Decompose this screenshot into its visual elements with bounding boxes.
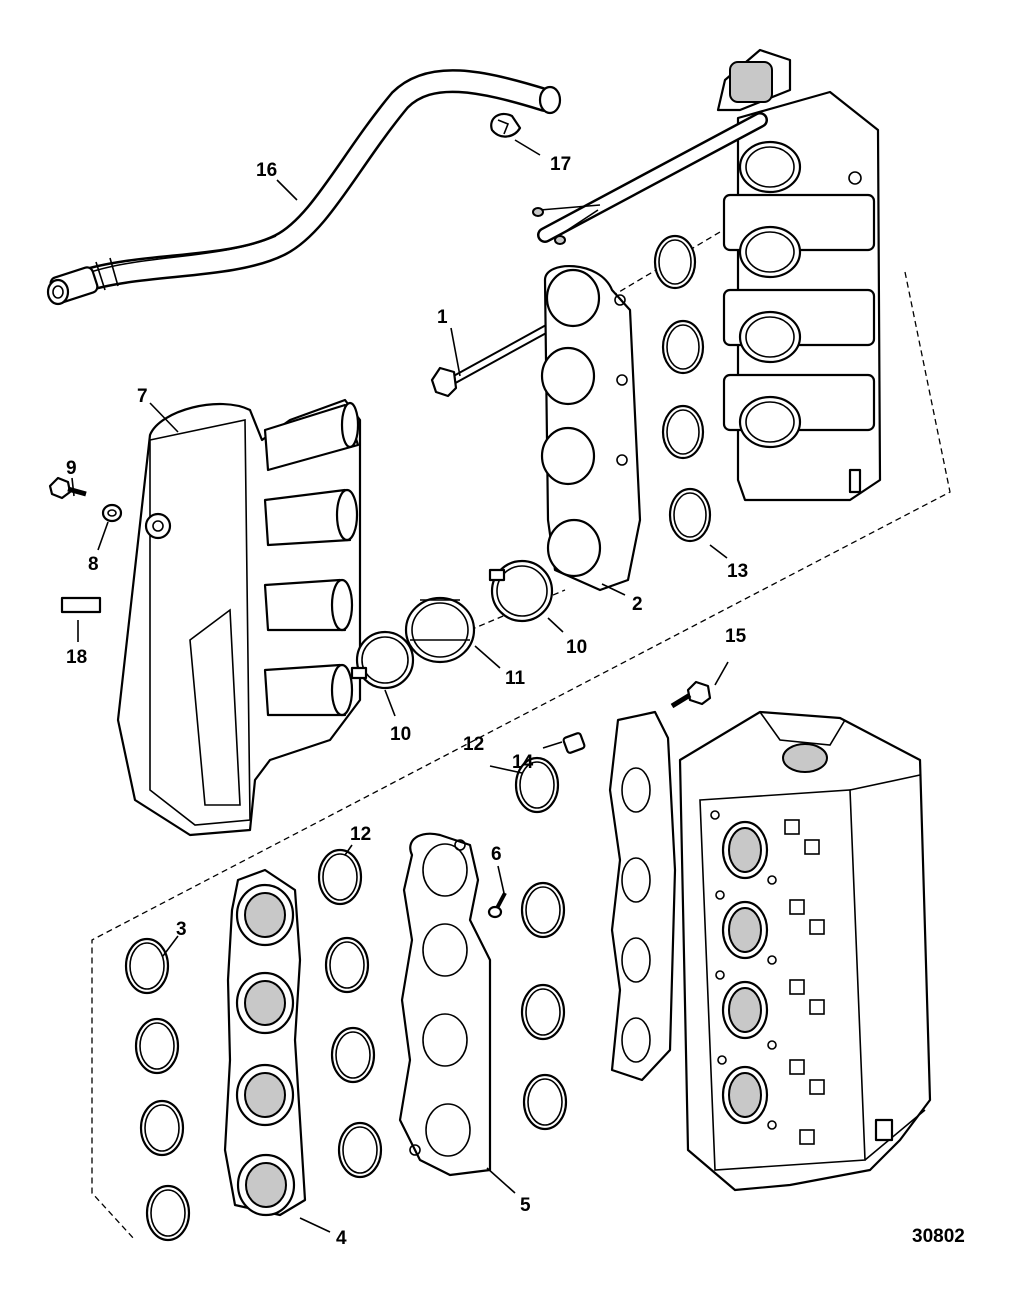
part-10-clamp-lower: [350, 630, 415, 690]
leader-lines: [71, 139, 729, 1233]
part-7-air-silencer: [116, 398, 362, 837]
alignment-dashed-line: [91, 271, 951, 1241]
figure-number: 30802: [912, 1226, 965, 1247]
part-11-coupler: [404, 596, 476, 664]
callout-1: 1: [437, 307, 448, 328]
callout-12-lower: 12: [350, 824, 371, 845]
part-5-gasket: [398, 832, 492, 1177]
cylinder-block: [608, 710, 932, 1192]
part-12-o-rings-b: [317, 848, 383, 1179]
callout-14: 14: [512, 752, 534, 773]
part-1-bolt: [430, 323, 553, 398]
callout-6: 6: [491, 844, 502, 865]
part-10-clamp-upper: [488, 559, 554, 623]
part-3-o-rings: [124, 937, 191, 1242]
callout-8: 8: [88, 554, 99, 575]
part-8-grommet: [101, 503, 123, 523]
callout-15: 15: [725, 626, 747, 647]
silencer-tubes: [263, 401, 360, 717]
callout-16: 16: [256, 160, 277, 181]
callout-18: 18: [66, 647, 87, 668]
callout-12-upper: 12: [463, 734, 484, 755]
part-14-dowel: [562, 732, 586, 754]
part-2-manifold-plate: [540, 264, 642, 592]
part-16-hose: [46, 69, 562, 306]
part-12-o-rings-a: [514, 756, 568, 1131]
callout-5: 5: [520, 1195, 531, 1216]
callout-4: 4: [336, 1228, 347, 1249]
part-18-decal: [60, 596, 102, 614]
callout-10-upper: 10: [566, 637, 587, 658]
throttle-body-assembly: [532, 48, 882, 502]
callout-2: 2: [632, 594, 643, 615]
part-13-o-rings: [653, 234, 712, 543]
part-17-hose-clamp: [490, 112, 522, 138]
part-15-bolt: [670, 680, 712, 709]
callout-9: 9: [66, 458, 77, 479]
callout-17: 17: [550, 154, 571, 175]
callout-3: 3: [176, 919, 187, 940]
part-9-screw: [48, 476, 87, 500]
callout-7: 7: [137, 386, 148, 407]
callout-labels: 1 2 3 4 5 6 7 8 9 10 10 11 12 12 13 14 1…: [66, 154, 748, 1249]
part-4-adaptor-plate: [223, 868, 307, 1217]
part-6-screw: [487, 892, 507, 919]
callout-11: 11: [505, 668, 526, 689]
callout-10-lower: 10: [390, 724, 411, 745]
callout-13: 13: [727, 561, 748, 582]
